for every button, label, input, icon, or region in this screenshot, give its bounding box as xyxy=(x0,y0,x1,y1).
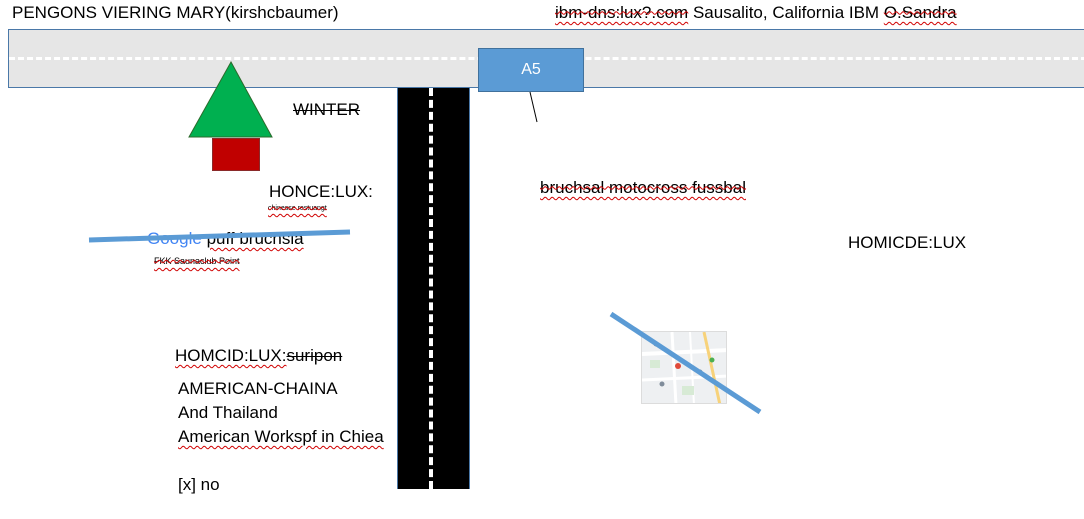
header-name: O.Sandra xyxy=(883,3,957,22)
a5-sign-label: A5 xyxy=(521,61,541,78)
map-strike-line xyxy=(609,311,762,415)
list-line-2: And Thailand xyxy=(178,403,278,422)
list-line-5: [x] no xyxy=(178,475,220,494)
vertical-road xyxy=(397,88,470,489)
google-strike-line xyxy=(88,229,351,243)
tree-icon xyxy=(188,60,273,138)
map-thumbnail-icon xyxy=(641,331,727,404)
honce-label: HONCE:LUX: xyxy=(269,182,373,201)
bruchsal-label: bruchsal motocross fussbal xyxy=(540,178,746,197)
map-thumbnail-graphic xyxy=(642,332,726,403)
tree-trunk xyxy=(212,138,260,171)
homcid-suffix: suripon xyxy=(286,346,343,365)
homcid-label: HOMCID:LUX:suripon xyxy=(175,346,342,366)
homicde-label: HOMICDE:LUX xyxy=(848,233,967,252)
header-domain: ibm-dns:lux?.com xyxy=(555,3,689,22)
header-left-text: PENGONS VIERING MARY(kirshcbaumer) xyxy=(12,3,339,22)
road-center-line-vertical xyxy=(429,88,433,489)
a5-sign: A5 xyxy=(478,48,584,92)
header-location: Sausalito, California IBM xyxy=(692,3,880,22)
list-block: AMERICAN-CHAINA And Thailand American Wo… xyxy=(178,377,384,497)
small-note: chinesse restuangt xyxy=(268,205,327,212)
homcid-prefix: HOMCID:LUX: xyxy=(175,346,287,365)
fkk-label: FKK Saunaclub Point xyxy=(154,256,240,266)
list-line-1: AMERICAN-CHAINA xyxy=(178,379,338,398)
list-line-3: American Workspf in Chiea xyxy=(178,427,384,446)
sign-pointer-line xyxy=(529,91,538,123)
header-right: ibm-dns:lux?.com Sausalito, California I… xyxy=(555,3,957,23)
header-left: PENGONS VIERING MARY(kirshcbaumer) xyxy=(12,3,339,23)
winter-label: WINTER xyxy=(293,100,361,119)
